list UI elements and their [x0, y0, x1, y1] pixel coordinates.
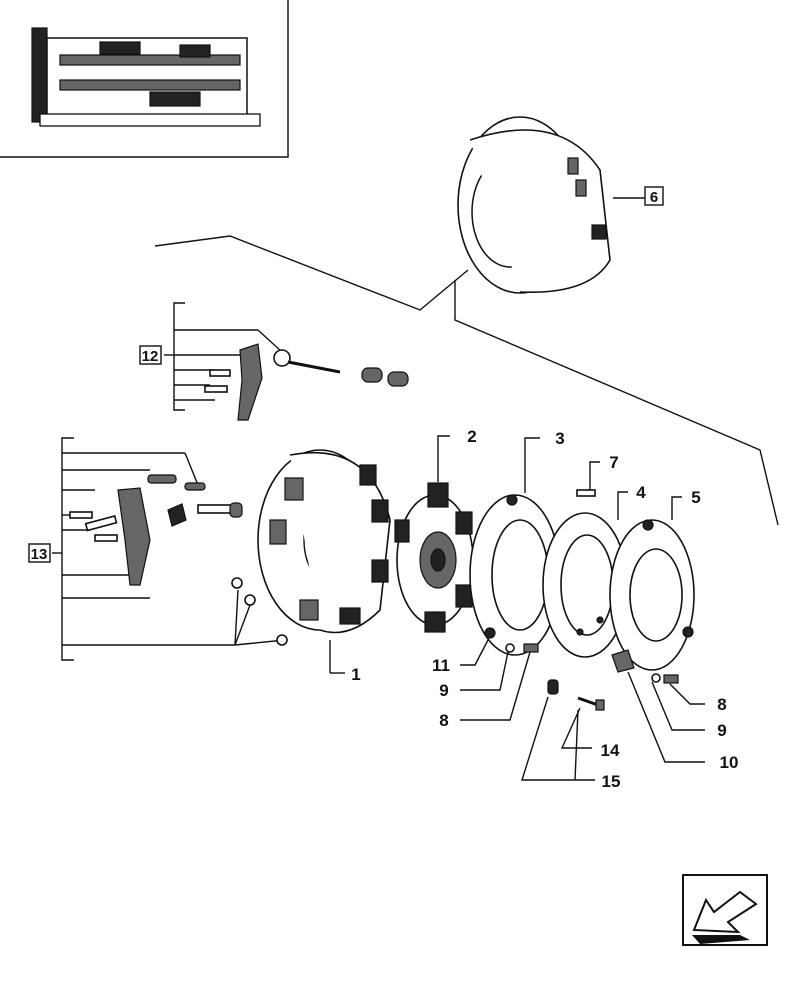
callout-13: 13	[31, 546, 48, 563]
callout-8-left: 8	[439, 711, 448, 730]
group-12-bracket	[164, 302, 283, 411]
transmission-thumbnail	[0, 0, 289, 158]
back-plate-part-5	[609, 519, 695, 673]
callout-4: 4	[636, 483, 646, 502]
clutch-housing-part-6	[457, 116, 611, 294]
callout-6: 6	[650, 189, 658, 206]
lever-assembly-12	[204, 343, 409, 421]
leader-housing-left	[154, 235, 469, 311]
callout-box-12	[139, 345, 162, 365]
callout-box-6	[644, 186, 664, 206]
pressure-plate-part-1	[257, 449, 391, 634]
callout-7: 7	[609, 453, 618, 472]
leader-housing-right	[454, 280, 779, 526]
callout-box-13	[28, 543, 51, 563]
callout-9-left: 9	[439, 681, 448, 700]
callout-5: 5	[691, 488, 700, 507]
callout-15: 15	[602, 772, 621, 791]
callout-12: 12	[142, 348, 159, 365]
callout-2: 2	[467, 427, 476, 446]
fasteners-right	[651, 673, 679, 684]
callout-10: 10	[720, 753, 739, 772]
fasteners-left	[505, 643, 539, 653]
lever-assembly-13	[69, 474, 288, 646]
friction-ring-part-4	[542, 512, 628, 658]
previous-page-arrow-icon[interactable]	[682, 874, 768, 946]
callout-1: 1	[351, 665, 360, 684]
group-13-bracket	[52, 437, 286, 661]
pin-part-7	[576, 489, 596, 497]
callout-11: 11	[432, 656, 450, 675]
callout-14: 14	[601, 741, 620, 760]
callout-8-right: 8	[717, 695, 726, 714]
callout-3: 3	[555, 429, 564, 448]
small-parts-14-15	[547, 679, 605, 711]
callout-9-right: 9	[717, 721, 726, 740]
clutch-disc-part-2	[394, 482, 474, 633]
